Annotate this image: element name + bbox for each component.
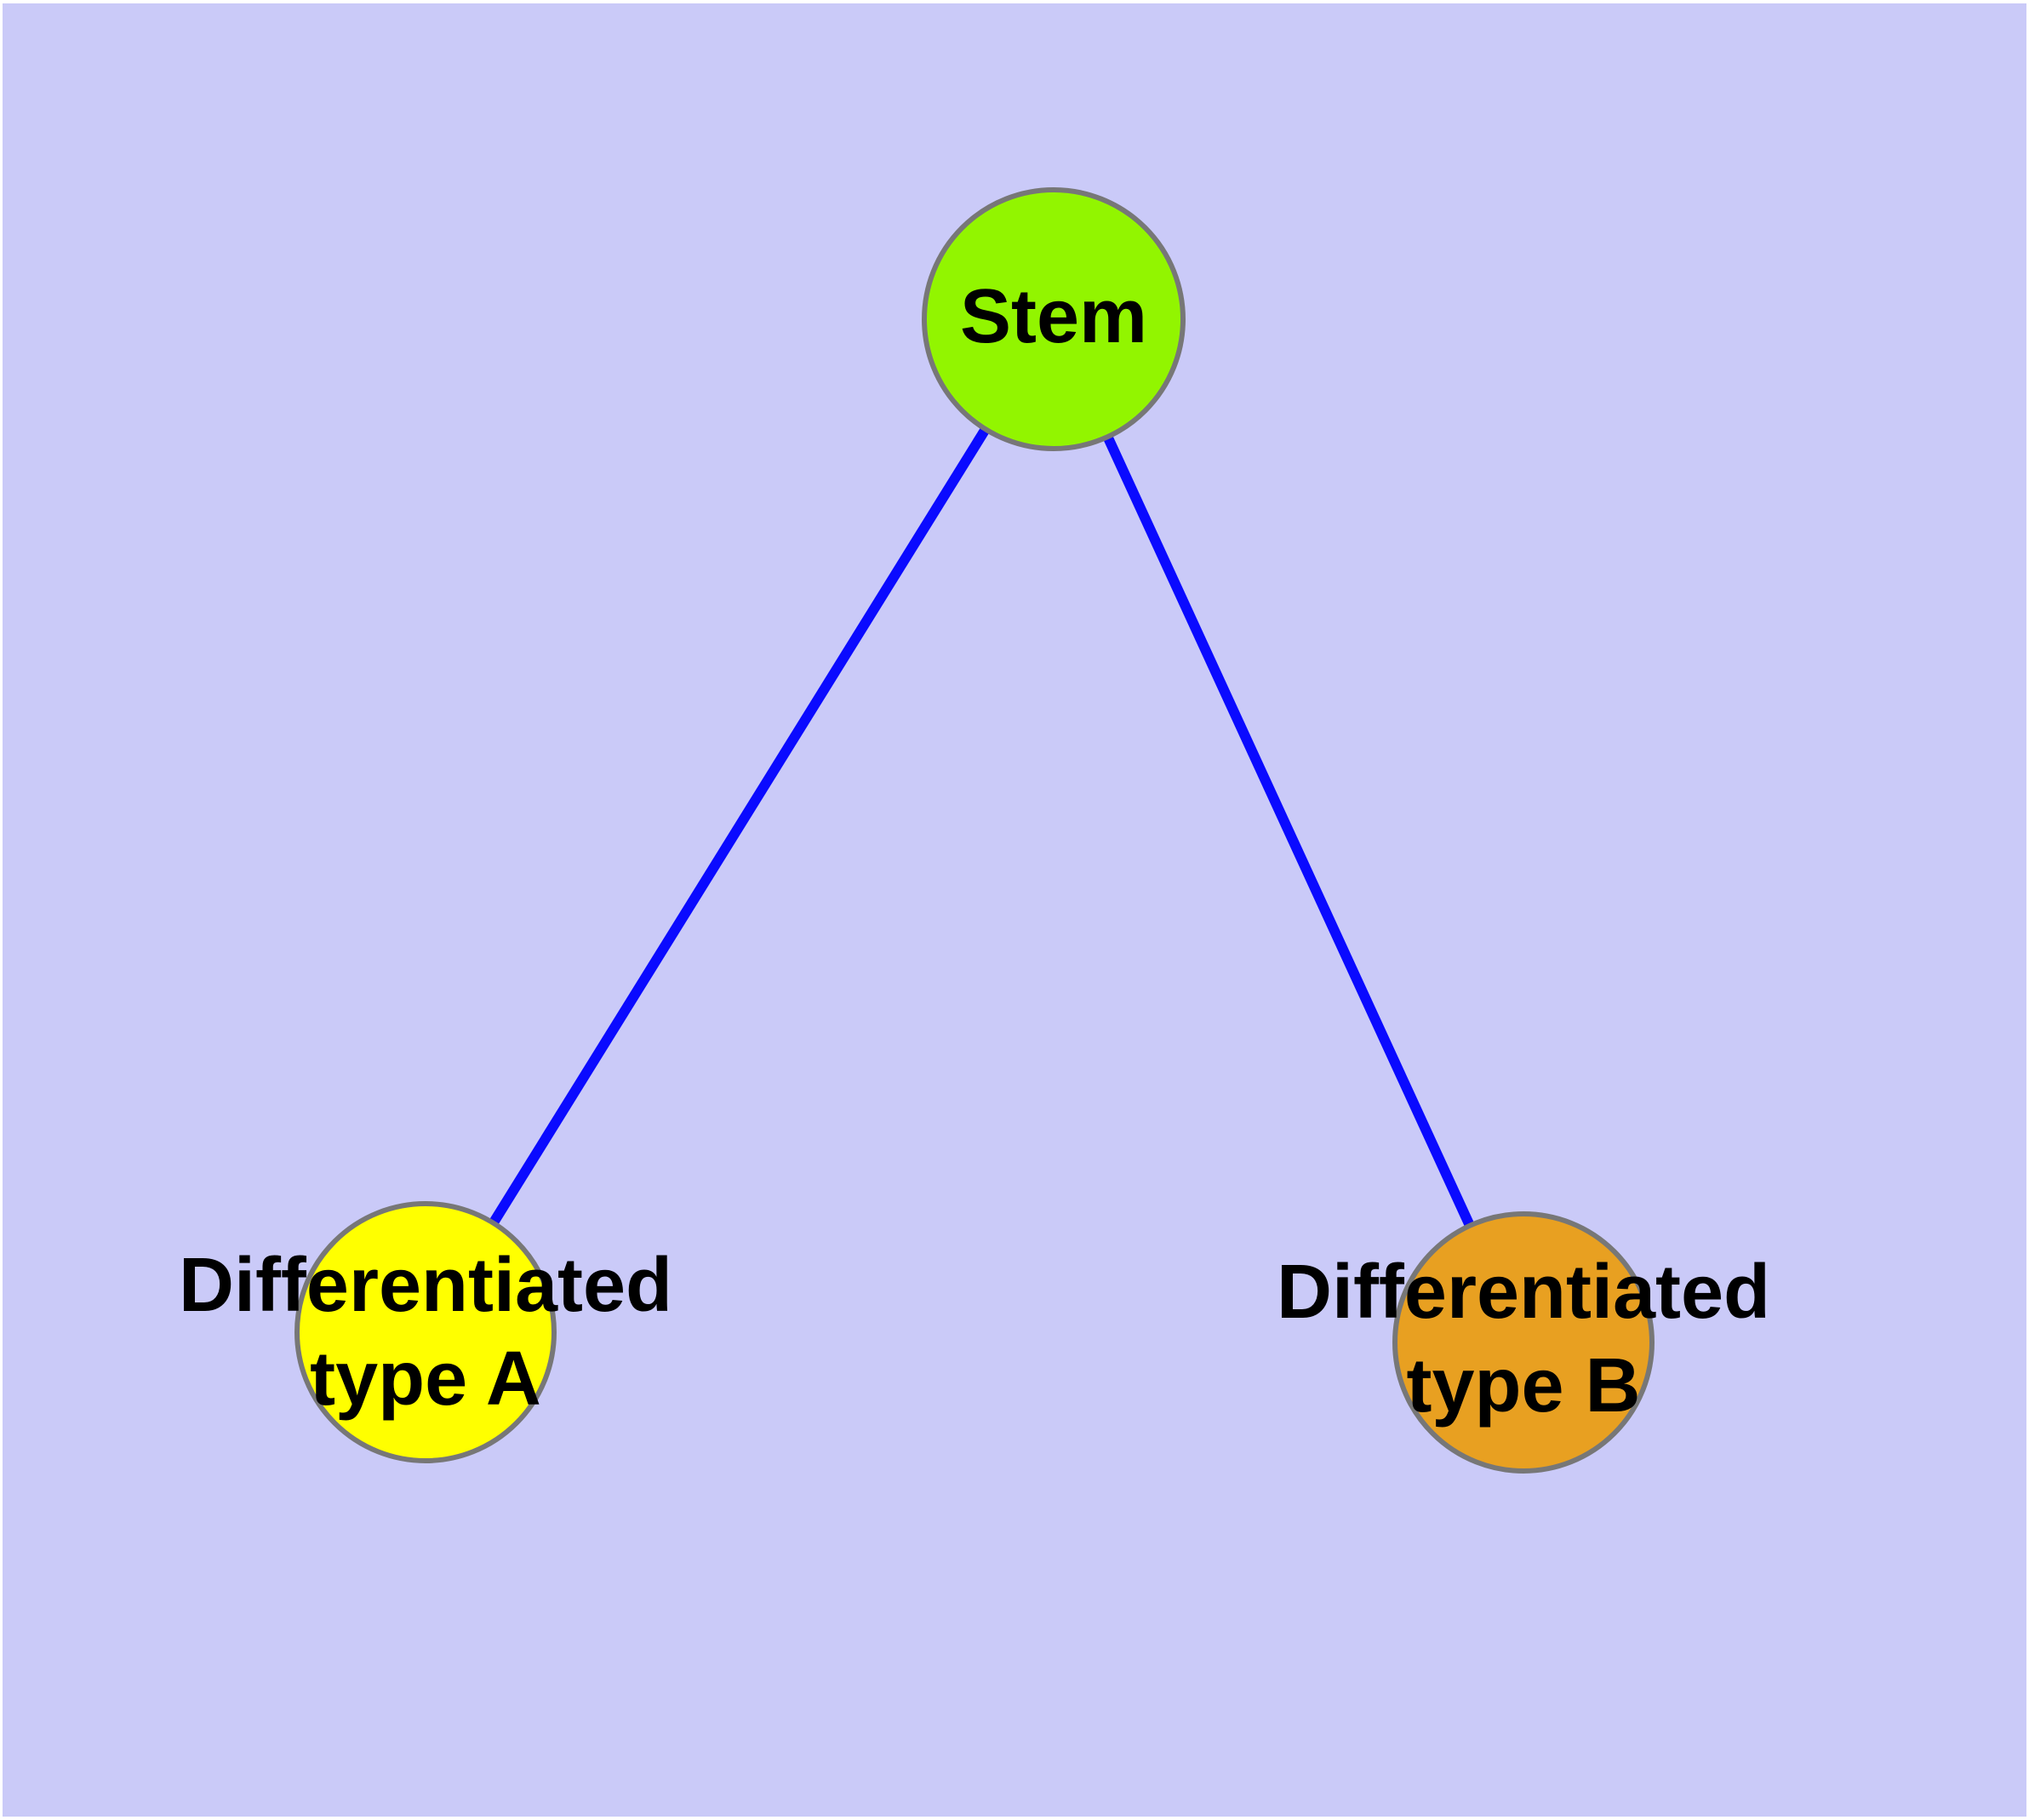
- type-b-node-label-line2: type B: [1406, 1343, 1640, 1428]
- type-b-node: [1392, 1211, 1655, 1474]
- stem-node: [922, 187, 1186, 451]
- stem-node-label: Stem: [960, 274, 1147, 359]
- type-b-node-label-line1: Differentiated: [1277, 1250, 1770, 1335]
- type-a-node: [294, 1201, 557, 1463]
- type-a-node-label-line1: Differentiated: [179, 1243, 672, 1328]
- edge-stem-to-type-b: [1049, 317, 1529, 1345]
- edge-stem-to-type-a: [420, 316, 1059, 1336]
- type-a-node-label-line2: type A: [310, 1336, 541, 1422]
